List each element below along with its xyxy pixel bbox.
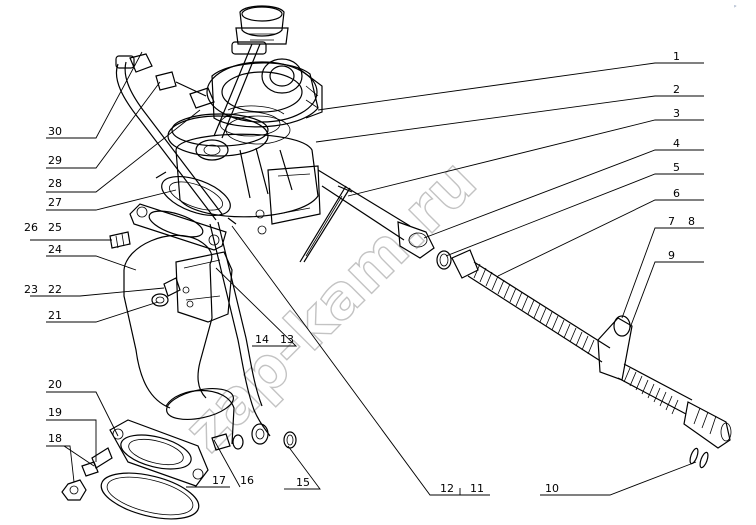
label-15: 15 [296,476,310,489]
label-17: 17 [212,474,226,487]
corner-mark: ᵖ [734,4,737,11]
label-4: 4 [673,137,680,150]
label-28: 28 [48,177,62,190]
label-20: 20 [48,378,62,391]
label-13: 13 [280,333,294,346]
flange-nuts [61,447,113,501]
turbine-inlet-gasket [155,171,237,225]
label-5: 5 [673,161,680,174]
oil-feed-line [115,53,223,221]
label-3: 3 [673,107,680,120]
label-1: 1 [673,50,680,63]
label-22: 22 [48,283,62,296]
label-24: 24 [48,243,62,256]
label-10: 10 [545,482,559,495]
label-16: 16 [240,474,254,487]
label-26: 26 [24,221,38,234]
label-30: 30 [48,125,62,138]
label-14: 14 [255,333,269,346]
exhaust-elbow-pipe [109,234,235,487]
label-9: 9 [668,249,675,262]
label-18: 18 [48,432,62,445]
label-21: 21 [48,309,62,322]
seal-ring [436,250,452,270]
compressor-outlet-pipe [317,169,435,259]
label-27: 27 [48,196,62,209]
label-6: 6 [673,187,680,200]
hose-clamp [299,185,353,263]
pipe-flange-gasket [100,472,200,520]
leader-lines [30,51,704,496]
watermark-text: zap-kam.ru [171,147,490,466]
label-12: 12 [440,482,454,495]
label-23: 23 [24,283,38,296]
label-19: 19 [48,406,62,419]
label-11: 11 [470,482,484,495]
oil-drain-tube [209,221,297,451]
intermediate-flange [109,203,227,251]
label-29: 29 [48,154,62,167]
part-labels: 1 2 3 4 5 6 7 8 9 10 11 12 13 14 15 16 1… [24,50,695,495]
corrugated-hose [451,249,732,449]
label-7: 7 [668,215,675,228]
label-25: 25 [48,221,62,234]
turbocharger [167,5,323,235]
hose-o-ring [689,447,699,465]
label-8: 8 [688,215,695,228]
label-2: 2 [673,83,680,96]
